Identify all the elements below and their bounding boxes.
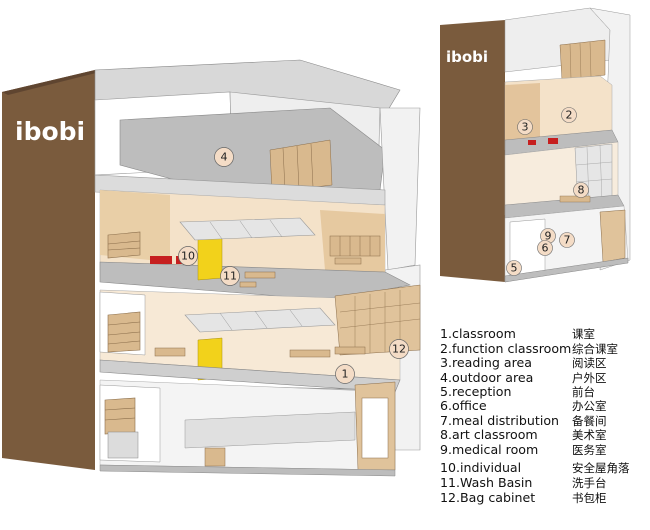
marker-4: 4 — [214, 147, 234, 167]
svg-text:6: 6 — [542, 242, 549, 255]
svg-text:10: 10 — [181, 250, 195, 263]
svg-text:2: 2 — [566, 109, 573, 122]
legend-label-cn: 洗手台 — [572, 476, 607, 490]
legend-label-cn: 综合课室 — [572, 342, 618, 356]
marker-6: 6 — [537, 240, 553, 256]
brown-facade-wall — [2, 70, 95, 470]
marker-7: 7 — [559, 232, 575, 248]
legend-label-en: 9.medical room — [440, 442, 539, 457]
svg-text:5: 5 — [511, 262, 518, 275]
marker-1: 1 — [335, 364, 355, 384]
small-facade-logo: ibobi — [446, 48, 488, 66]
legend-label-en: 12.Bag cabinet — [440, 490, 536, 505]
svg-text:3: 3 — [522, 121, 529, 134]
marker-12: 12 — [389, 339, 409, 359]
marker-5: 5 — [506, 260, 522, 276]
marker-2: 2 — [561, 107, 577, 123]
legend-label-en: 4.outdoor area — [440, 370, 534, 385]
marker-3: 3 — [517, 119, 533, 135]
legend-label-cn: 办公室 — [572, 399, 607, 413]
svg-text:12: 12 — [392, 343, 406, 356]
svg-text:1: 1 — [342, 368, 349, 381]
svg-text:7: 7 — [564, 234, 571, 247]
facade-logo: ibobi — [15, 117, 85, 146]
legend-label-en: 10.individual — [440, 460, 522, 475]
legend-label-en: 11.Wash Basin — [440, 475, 533, 490]
secondary-section-view: ibobi 3 — [440, 7, 631, 283]
legend-label-cn: 医务室 — [572, 443, 607, 457]
legend-label-en: 6.office — [440, 398, 487, 413]
yellow-wash-basin-upper — [197, 235, 223, 281]
marker-8: 8 — [573, 182, 589, 198]
legend-label-cn: 课室 — [572, 327, 595, 341]
legend-label-en: 3.reading area — [440, 355, 532, 370]
legend-label-en: 2.function classroom — [440, 341, 572, 356]
legend-label-en: 7.meal distribution — [440, 413, 560, 428]
marker-11: 11 — [220, 266, 240, 286]
svg-text:9: 9 — [545, 230, 552, 243]
legend-label-cn: 阅读区 — [572, 356, 607, 370]
legend-label-cn: 美术室 — [572, 428, 607, 442]
legend-label-en: 8.art classroom — [440, 427, 538, 442]
legend-label-cn: 安全屋角落 — [572, 461, 630, 475]
legend-label-en: 1.classroom — [440, 326, 516, 341]
legend-label-cn: 前台 — [572, 385, 595, 399]
svg-text:11: 11 — [223, 270, 237, 283]
small-brown-facade — [440, 20, 505, 282]
legend-label-cn: 书包柜 — [572, 491, 607, 505]
main-section-view: ibobi — [2, 59, 421, 477]
marker-10: 10 — [178, 246, 198, 266]
legend-label-cn: 备餐间 — [572, 414, 607, 428]
legend-label-cn: 户外区 — [572, 371, 607, 385]
legend-label-en: 5.reception — [440, 384, 512, 399]
svg-text:8: 8 — [578, 184, 585, 197]
svg-text:4: 4 — [221, 151, 228, 164]
